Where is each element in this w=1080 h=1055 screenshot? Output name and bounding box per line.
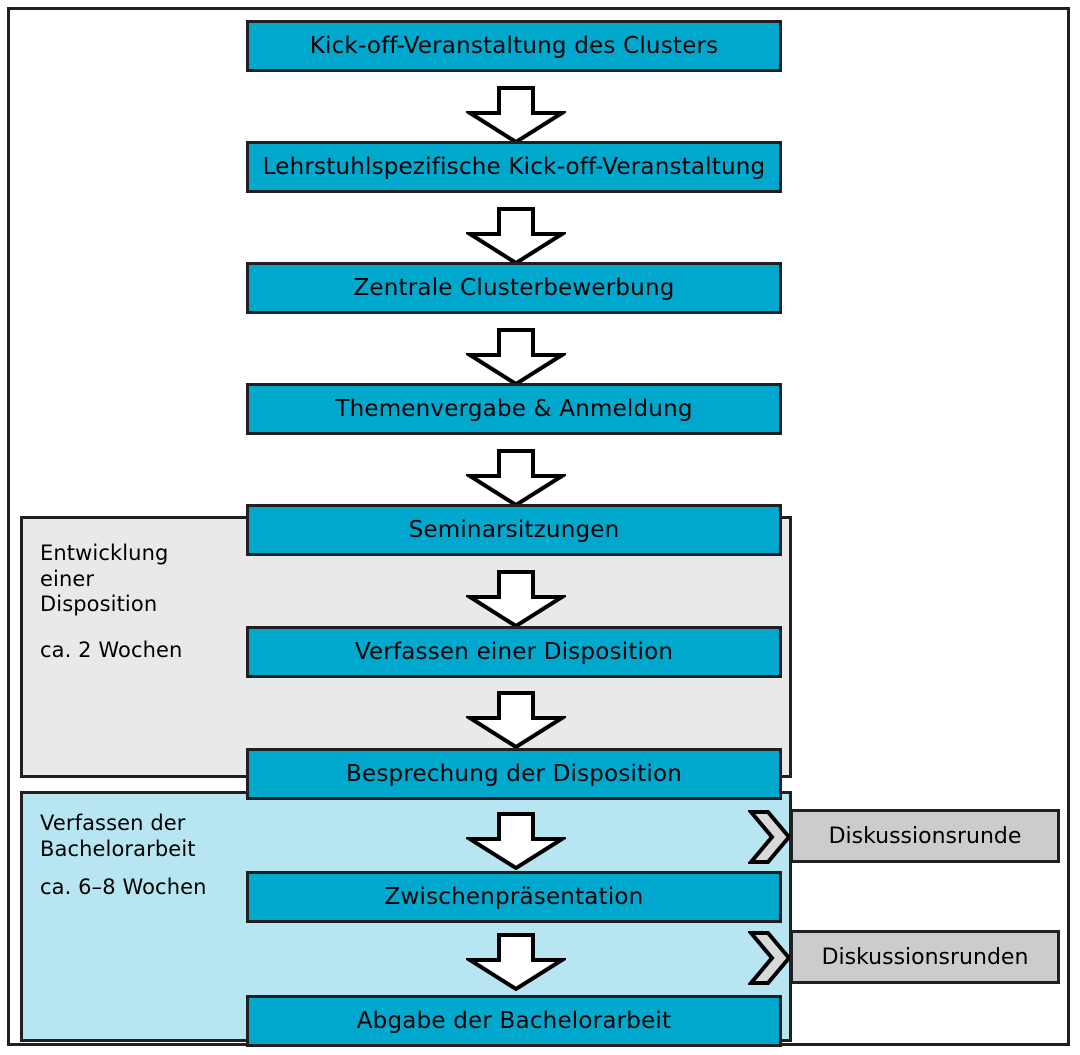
- step-box-clusterbewerbung[interactable]: Zentrale Clusterbewerbung: [246, 262, 782, 314]
- step-label: Zwischenpräsentation: [384, 884, 644, 910]
- step-label: Lehrstuhlspezifische Kick-off-Veranstalt…: [262, 154, 766, 180]
- step-box-abgabe-bachelorarbeit[interactable]: Abgabe der Bachelorarbeit: [246, 995, 782, 1047]
- down-arrow-icon-2: [466, 207, 566, 265]
- side-box-diskussionsrunden-label: Diskussionsrunden: [821, 944, 1029, 970]
- chevron-right-icon-2: [748, 931, 792, 985]
- step-label: Abgabe der Bachelorarbeit: [356, 1008, 672, 1034]
- step-label: Themenvergabe & Anmeldung: [335, 396, 693, 422]
- down-arrow-icon-8: [466, 933, 566, 991]
- side-box-diskussionsrunden[interactable]: Diskussionsrunden: [790, 930, 1060, 984]
- step-label: Kick-off-Veranstaltung des Clusters: [309, 33, 719, 59]
- step-label: Verfassen einer Disposition: [354, 639, 674, 665]
- phase-panel-disposition-title: Entwicklung einer Disposition: [40, 541, 169, 617]
- phase-panel-bachelorarbeit-title: Verfassen der Bachelorarbeit: [40, 811, 196, 861]
- down-arrow-icon-1: [466, 86, 566, 144]
- step-box-zwischenpraesentation[interactable]: Zwischenpräsentation: [246, 871, 782, 923]
- step-box-seminarsitzungen[interactable]: Seminarsitzungen: [246, 504, 782, 556]
- down-arrow-icon-4: [466, 449, 566, 507]
- down-arrow-icon-5: [466, 570, 566, 628]
- step-box-kickoff-lehrstuhl[interactable]: Lehrstuhlspezifische Kick-off-Veranstalt…: [246, 141, 782, 193]
- step-label: Besprechung der Disposition: [345, 761, 682, 787]
- step-box-kickoff-cluster[interactable]: Kick-off-Veranstaltung des Clusters: [246, 20, 782, 72]
- phase-panel-disposition-duration: ca. 2 Wochen: [40, 638, 183, 662]
- chevron-right-icon-1: [748, 810, 792, 864]
- step-box-besprechung-disposition[interactable]: Besprechung der Disposition: [246, 748, 782, 800]
- step-label: Zentrale Clusterbewerbung: [353, 275, 675, 301]
- side-box-diskussionsrunde[interactable]: Diskussionsrunde: [790, 809, 1060, 863]
- down-arrow-icon-3: [466, 328, 566, 386]
- side-box-diskussionsrunde-label: Diskussionsrunde: [828, 823, 1022, 849]
- step-box-themenvergabe[interactable]: Themenvergabe & Anmeldung: [246, 383, 782, 435]
- step-label: Seminarsitzungen: [408, 517, 620, 543]
- down-arrow-icon-6: [466, 691, 566, 749]
- step-box-verfassen-disposition[interactable]: Verfassen einer Disposition: [246, 626, 782, 678]
- phase-panel-bachelorarbeit-duration: ca. 6–8 Wochen: [40, 875, 207, 899]
- down-arrow-icon-7: [466, 812, 566, 870]
